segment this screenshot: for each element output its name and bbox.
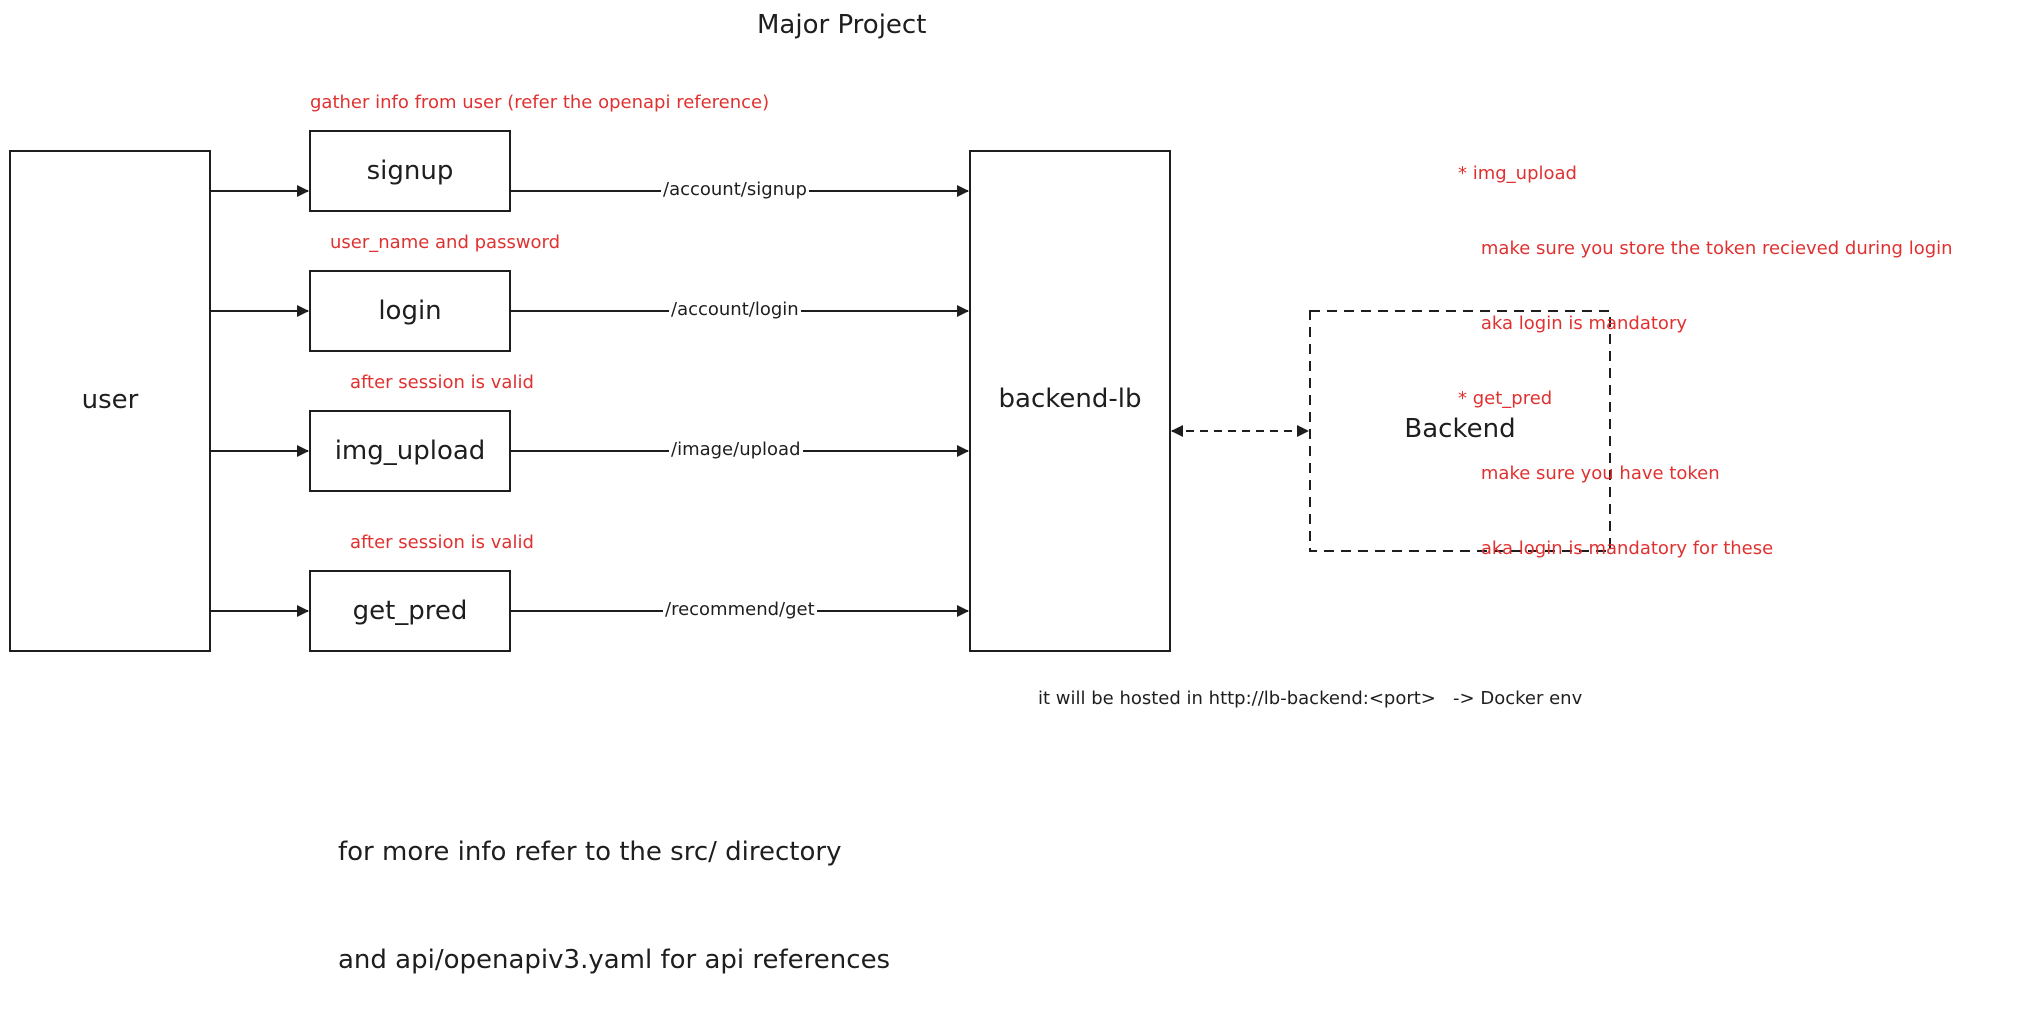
footer-line: and api/openapiv3.yaml for api reference…	[338, 945, 891, 975]
annotation-login: user_name and password	[330, 232, 561, 253]
get-pred-label: get_pred	[352, 596, 468, 626]
page-title: Major Project	[757, 10, 927, 40]
backend-label: Backend	[1404, 414, 1516, 444]
footer-line: for more info refer to the src/ director…	[338, 837, 842, 867]
footer-note: for more info refer to the src/ director…	[338, 762, 890, 1014]
note-line: make sure you store the token recieved d…	[1458, 238, 1953, 259]
note-line: * get_pred	[1458, 388, 1553, 409]
backend-box	[1309, 310, 1611, 552]
edge-label-login: /account/login	[669, 299, 801, 320]
note-line: * img_upload	[1458, 163, 1577, 184]
user-label: user	[81, 385, 139, 415]
annotation-signup: gather info from user (refer the openapi…	[310, 92, 770, 113]
signup-box	[309, 130, 511, 212]
login-label: login	[378, 296, 442, 326]
annotation-get-pred: after session is valid	[350, 532, 534, 553]
img-upload-label: img_upload	[334, 436, 486, 466]
signup-label: signup	[366, 156, 454, 186]
edge-label-img-upload: /image/upload	[669, 439, 803, 460]
notes-block: * img_upload make sure you store the tok…	[1458, 111, 1953, 586]
backend-lb-label: backend-lb	[998, 384, 1142, 414]
edge-label-get-pred: /recommend/get	[663, 599, 817, 620]
user-box	[9, 150, 211, 652]
note-line: make sure you have token	[1458, 463, 1720, 484]
backend-lb-box	[969, 150, 1171, 652]
hosted-note: it will be hosted in http://lb-backend:<…	[1038, 688, 1583, 709]
annotation-img-upload: after session is valid	[350, 372, 534, 393]
edge-label-signup: /account/signup	[661, 179, 809, 200]
architecture-diagram	[9, 130, 1611, 652]
note-line: aka login is mandatory	[1458, 313, 1687, 334]
note-line: aka login is mandatory for these	[1458, 538, 1774, 559]
